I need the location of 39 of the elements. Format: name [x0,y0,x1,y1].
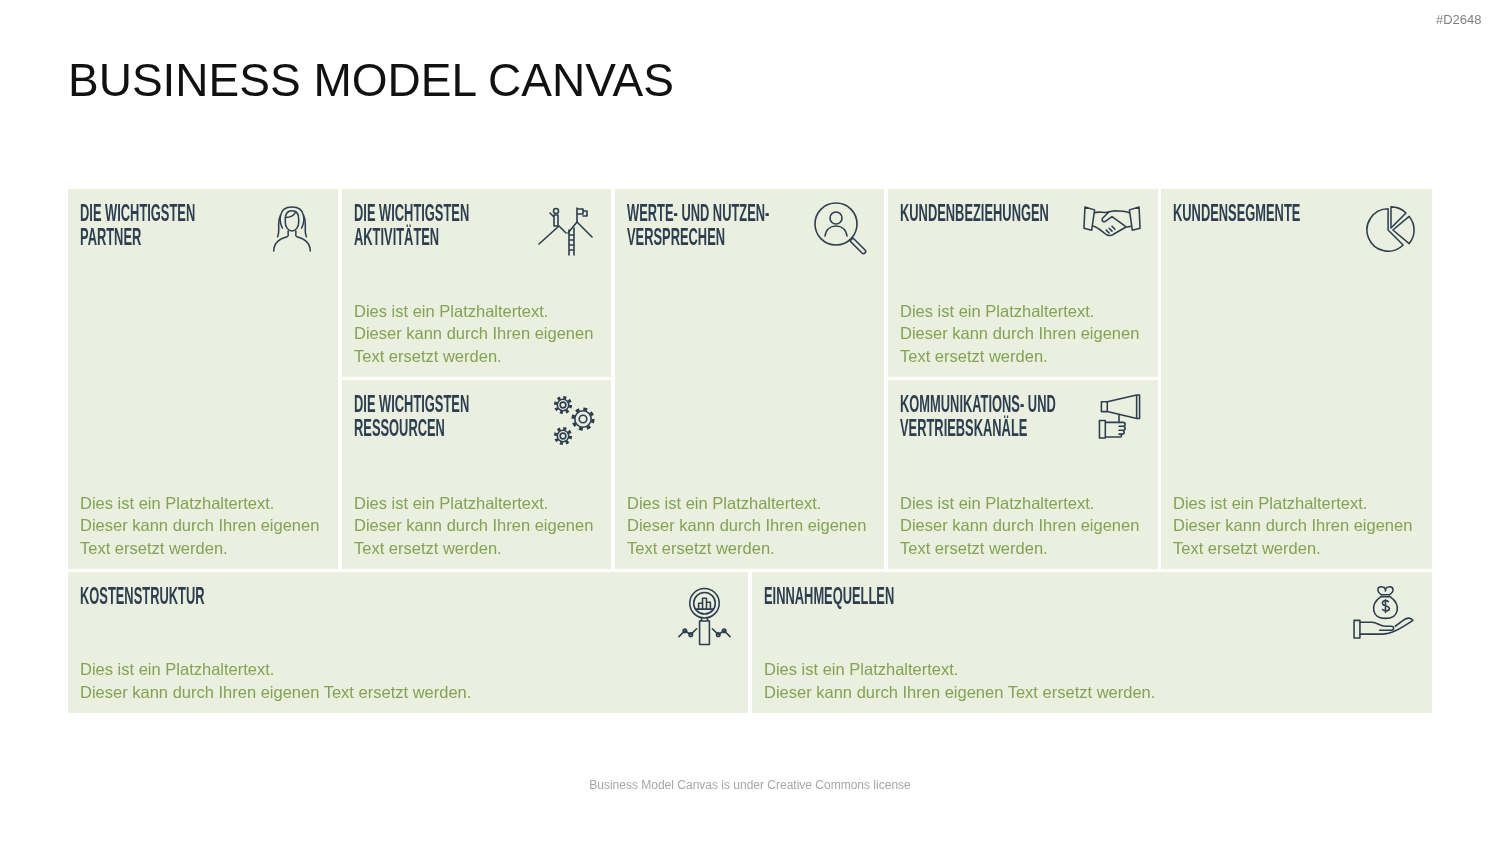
placeholder-text: Dieser kann durch Ihren eigenen Text ersetzt werden. [627,515,868,559]
section-heading: DIE WICHTIGSTEN RESSOURCEN [354,392,471,440]
section-heading: KOMMUNIKATIONS- UND VERTRIEBSKANÄLE [900,392,1057,440]
placeholder-text: Dieser kann durch Ihren eigenen Text ersetzt werden. [80,515,321,559]
placeholder-text: Dies ist ein Platzhaltertext. [354,492,550,514]
placeholder-text: Dies ist ein Platzhaltertext. [80,492,276,514]
placeholder-text: Dies ist ein Platzhaltertext. [627,492,823,514]
placeholder-text: Dies ist ein Platzhaltertext. [1173,492,1369,514]
canvas-section [888,189,1158,377]
placeholder-text: Dieser kann durch Ihren eigenen Text ersetzt werden. [764,681,1157,703]
canvas-section [342,189,611,377]
canvas-section [752,572,1432,713]
section-heading: WERTE- UND NUTZEN- VERSPRECHEN [627,201,771,249]
placeholder-text: Dieser kann durch Ihren eigenen Text ersetzt werden. [80,681,473,703]
canvas-section [68,189,338,569]
license-note: Business Model Canvas is under Creative Commons license [589,778,911,792]
placeholder-text: Dieser kann durch Ihren eigenen Text ersetzt werden. [1173,515,1414,559]
section-heading: DIE WICHTIGSTEN PARTNER [80,201,197,249]
placeholder-text: Dies ist ein Platzhaltertext. [900,300,1096,322]
placeholder-text: Dieser kann durch Ihren eigenen Text ersetzt werden. [900,323,1141,367]
page-title: BUSINESS MODEL CANVAS [68,53,674,108]
canvas-section [888,380,1158,569]
canvas-section [68,572,748,713]
placeholder-text: Dies ist ein Platzhaltertext. [764,659,960,680]
placeholder-text: Dies ist ein Platzhaltertext. [900,492,1096,514]
canvas-section [615,189,884,569]
placeholder-text: Dieser kann durch Ihren eigenen Text ersetzt werden. [354,515,595,559]
product-code: #D2648 [1436,12,1482,28]
section-heading: KOSTENSTRUKTUR [80,584,205,608]
canvas-section [1161,189,1432,569]
section-heading: KUNDENBEZIEHUNGEN [900,201,1049,225]
canvas-section [342,380,611,569]
placeholder-text: Dieser kann durch Ihren eigenen Text ersetzt werden. [900,515,1141,559]
placeholder-text: Dies ist ein Platzhaltertext. [80,659,276,680]
placeholder-text: Dieser kann durch Ihren eigenen Text ersetzt werden. [354,323,595,367]
section-heading: EINNAHMEQUELLEN [764,584,895,608]
section-heading: KUNDENSEGMENTE [1173,201,1301,225]
placeholder-text: Dies ist ein Platzhaltertext. [354,300,550,322]
section-heading: DIE WICHTIGSTEN AKTIVITÄTEN [354,201,471,249]
